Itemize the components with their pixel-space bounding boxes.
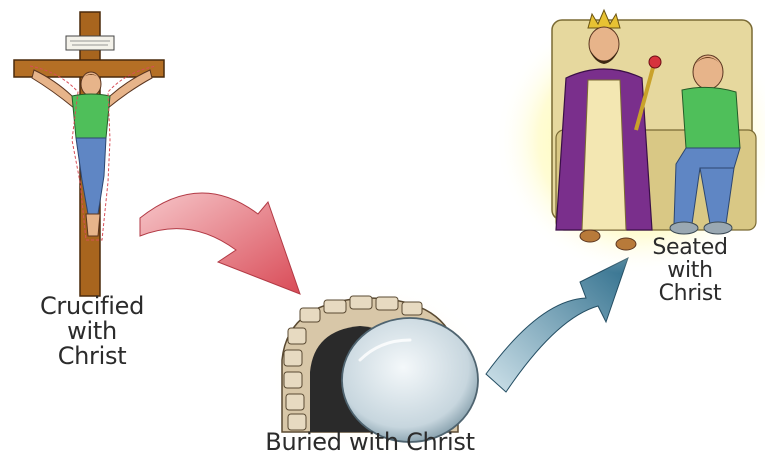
caption-seated-with-christ: Seated with Christ bbox=[640, 236, 740, 305]
caption-crucified-with-christ: Crucified with Christ bbox=[22, 294, 162, 370]
caption-buried-with-christ: Buried with Christ bbox=[255, 430, 485, 455]
caption-line: with bbox=[640, 259, 740, 282]
arrow-to-tomb bbox=[140, 193, 300, 294]
caption-line: Seated bbox=[640, 236, 740, 259]
crucifixion-figure bbox=[14, 12, 164, 296]
cross-sign bbox=[66, 36, 114, 50]
arrow-to-throne bbox=[486, 258, 628, 392]
caption-line: Crucified bbox=[22, 294, 162, 319]
caption-line: Christ bbox=[640, 282, 740, 305]
caption-line: Christ bbox=[22, 344, 162, 369]
green-shirt bbox=[72, 94, 110, 140]
scepter-orb bbox=[649, 56, 661, 68]
rolling-stone bbox=[342, 318, 478, 442]
head bbox=[81, 72, 101, 96]
caption-line: with bbox=[22, 319, 162, 344]
